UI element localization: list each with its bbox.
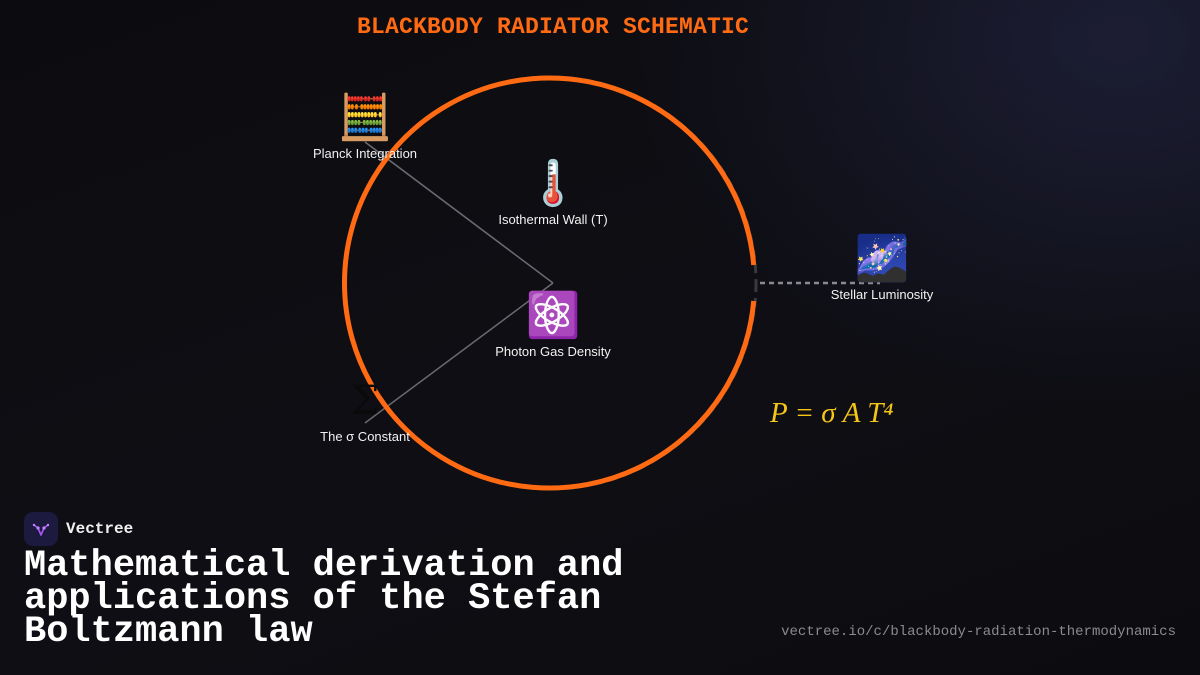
sigma-icon: Σ	[350, 378, 380, 424]
node-isothermal-wall: 🌡️ Isothermal Wall (T)	[498, 158, 608, 228]
abacus-icon: 🧮	[337, 92, 393, 143]
node-sigma-constant: Σ The σ Constant	[320, 377, 410, 444]
page-headline: Mathematical derivation and applications…	[24, 545, 624, 653]
node-planck-integration: 🧮 Planck Integration	[312, 92, 418, 162]
node-label: Planck Integration	[312, 146, 418, 161]
brand-name: Vectree	[66, 520, 134, 538]
atom-icon: ⚛️	[525, 290, 581, 341]
node-stellar-luminosity: 🌌 Stellar Luminosity	[830, 233, 934, 303]
connector-sigma	[364, 282, 554, 424]
page-url[interactable]: vectree.io/c/blackbody-radiation-thermod…	[781, 624, 1176, 640]
connector-planck	[364, 141, 554, 284]
diagram-title: BLACKBODY RADIATOR SCHEMATIC	[356, 14, 750, 40]
node-label: The σ Constant	[320, 429, 410, 444]
thermometer-icon: 🌡️	[525, 158, 581, 209]
node-photon-gas-density: ⚛️ Photon Gas Density	[495, 290, 611, 360]
vectree-logo-icon	[24, 512, 58, 546]
brand[interactable]: Vectree	[24, 512, 133, 546]
node-label: Isothermal Wall (T)	[498, 212, 608, 227]
node-label: Photon Gas Density	[495, 344, 611, 359]
cavity-wall	[342, 75, 757, 491]
stefan-boltzmann-formula: P = σ A T⁴	[770, 397, 894, 429]
milky-way-icon: 🌌	[854, 233, 910, 284]
node-label: Stellar Luminosity	[830, 287, 934, 302]
